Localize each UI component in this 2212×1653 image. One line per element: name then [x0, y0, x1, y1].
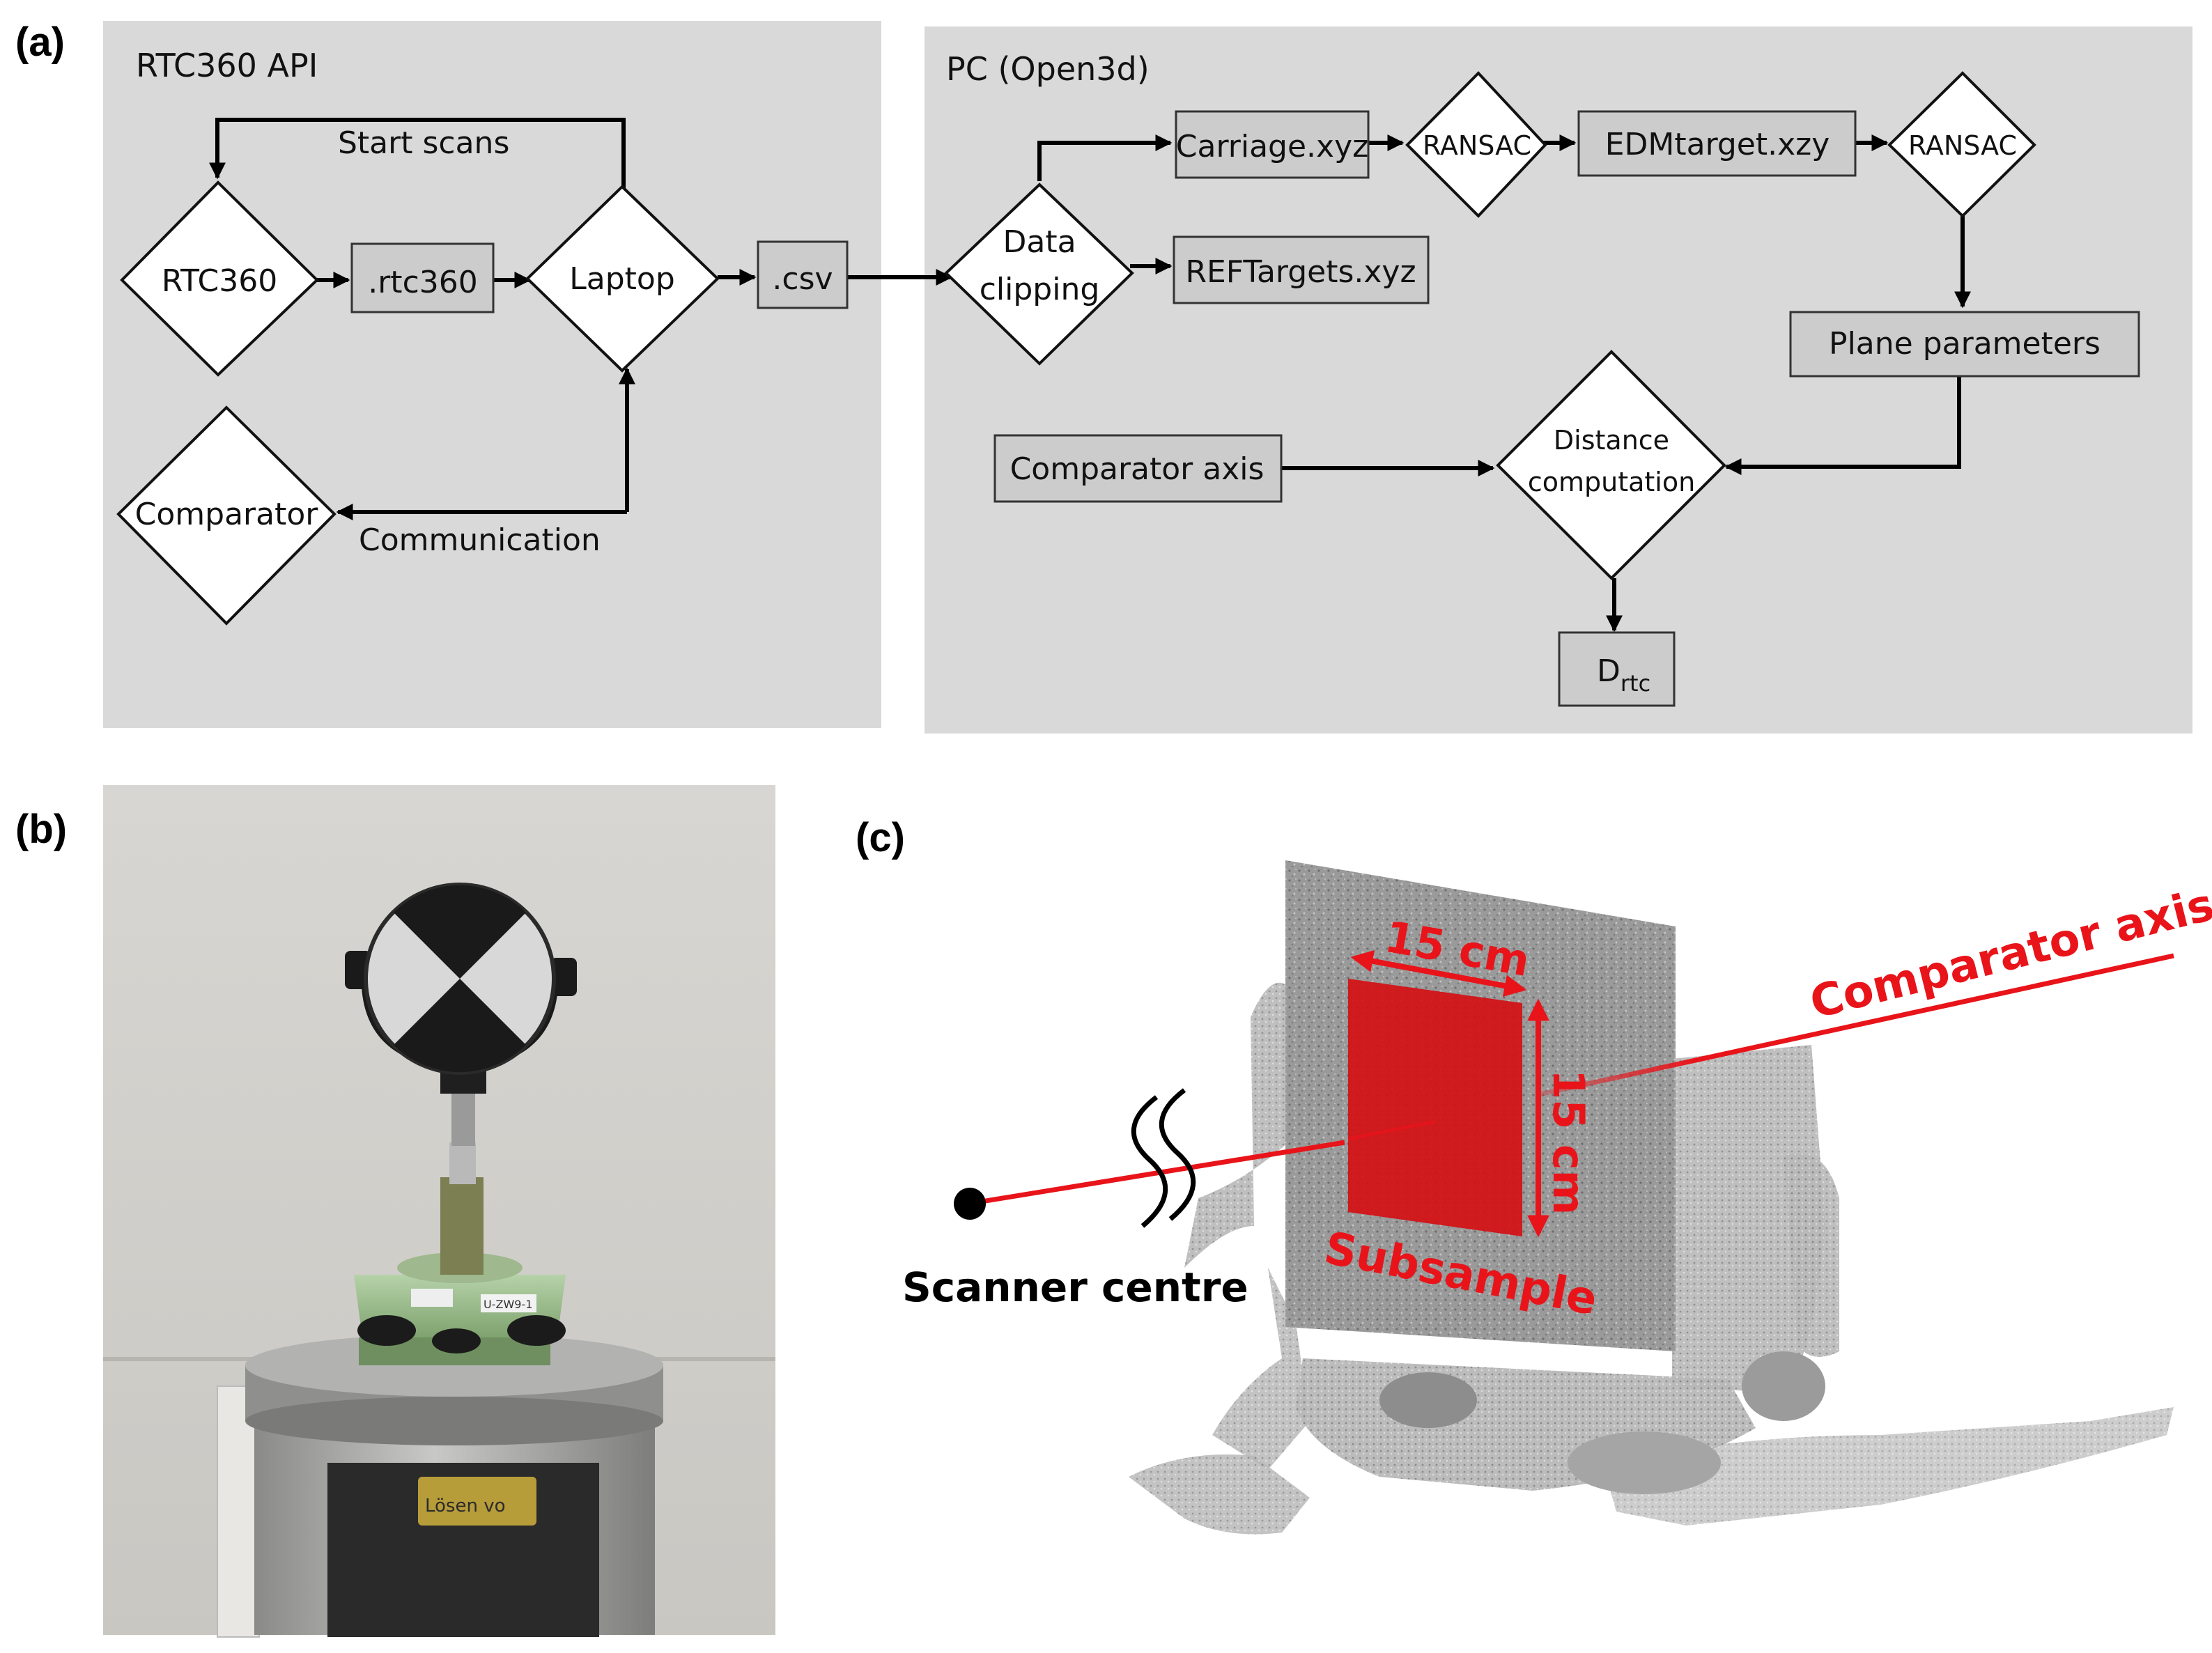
node-reftargets-xyz: [1173, 235, 1430, 304]
node-ransac-2-label: RANSAC: [1908, 130, 2017, 161]
group-rtc360-api-title: RTC360 API: [136, 47, 318, 84]
node-edmtarget-xzy: [1577, 110, 1857, 177]
comparator-axis-back: [1536, 953, 2174, 1098]
node-edmtarget-xzy-label: EDMtarget.xzy: [1605, 127, 1830, 162]
node-laptop-label: Laptop: [569, 261, 675, 297]
node-distance-computation-label-2: computation: [1528, 467, 1695, 497]
node-plane-parameters: [1789, 311, 2140, 378]
photo-tribrach-tag-text: U-ZW9-1: [484, 1298, 532, 1311]
cloud-right-structure: [1672, 1045, 1825, 1393]
edge-start-scans: [209, 118, 626, 192]
photo-knob: [418, 1477, 536, 1526]
comparator-axis-label: Comparator axis: [1805, 879, 2212, 1030]
panel-c-label: (c): [856, 815, 905, 860]
scanner-centre-label: Scanner centre: [902, 1264, 1248, 1311]
node-ransac-1-label: RANSAC: [1423, 130, 1531, 161]
photo-pole: [451, 1087, 475, 1146]
photo-target-quadrant-top: [394, 885, 526, 979]
cloud-roller-right: [1568, 1431, 1721, 1494]
photo-pillar-rim-bottom: [245, 1397, 663, 1445]
node-rtc360: [120, 180, 319, 377]
panel-b-label: (b): [15, 807, 67, 852]
node-ransac-1: [1405, 71, 1547, 218]
node-drtc-main: D: [1597, 653, 1621, 689]
axis-break-symbol-1: [1131, 1095, 1168, 1228]
cloud-roller-left: [1379, 1372, 1477, 1428]
node-distance-computation-label-1: Distance: [1554, 425, 1669, 456]
photo-footscrew-front: [432, 1328, 481, 1353]
photo-pole-thread: [449, 1142, 476, 1184]
node-csv-label: .csv: [772, 261, 833, 297]
node-data-clipping: [944, 183, 1134, 366]
node-data-clipping-label-1: Data: [1003, 224, 1076, 260]
photo-tribrach-tag-1: [411, 1289, 453, 1307]
panel-a-label: (a): [15, 20, 65, 65]
node-comparator-axis-label: Comparator axis: [1010, 451, 1264, 487]
cloud-right-column: [1784, 1154, 1839, 1357]
photo-knob-text: Lösen vo: [425, 1496, 506, 1516]
photo-footscrew-left: [357, 1315, 416, 1346]
dimension-side-label: 15 cm: [1543, 1069, 1594, 1215]
node-drtc-subscript: rtc: [1621, 670, 1650, 697]
node-carriage-xyz-label: Carriage.xyz: [1176, 129, 1368, 164]
dimension-top-arrow: [1350, 949, 1527, 998]
node-data-clipping-label-2: clipping: [980, 272, 1100, 307]
node-csv: [757, 240, 849, 309]
node-drtc: [1558, 631, 1676, 707]
cloud-rail: [1602, 1407, 2174, 1526]
edge-label-start-scans: Start scans: [338, 125, 509, 161]
node-comparator-label: Comparator: [135, 497, 319, 532]
photo-tribrach-tag-2: [481, 1294, 536, 1312]
axis-break-symbol-2: [1159, 1088, 1196, 1221]
node-ransac-2: [1887, 71, 2036, 218]
node-rtc360-label: RTC360: [162, 263, 277, 299]
node-reftargets-xyz-label: REFTargets.xyz: [1185, 254, 1416, 290]
node-rtc360-file: [350, 242, 495, 313]
node-comparator: [116, 405, 337, 626]
cloud-subsample-region: [1348, 979, 1522, 1236]
node-plane-parameters-label: Plane parameters: [1829, 326, 2101, 362]
photo-yoke-knob-right: [550, 958, 577, 996]
node-rtc360-file-label: .rtc360: [368, 265, 478, 300]
node-carriage-xyz: [1175, 110, 1370, 179]
node-laptop: [525, 185, 720, 373]
cloud-left-base: [1129, 1454, 1310, 1535]
scanner-centre-point: [954, 1188, 986, 1220]
edge-plane-to-distance: [1724, 376, 1961, 475]
photo-adapter: [440, 1177, 484, 1275]
node-comparator-axis: [993, 434, 1283, 503]
comparator-axis-on-plate: [1347, 1119, 1436, 1141]
cloud-left-structure: [1184, 982, 1303, 1268]
comparator-axis-front: [968, 1140, 1345, 1206]
edge-clipping-to-carriage: [1037, 134, 1173, 181]
point-cloud: [1129, 860, 2174, 1535]
cloud-roller-back: [1742, 1351, 1825, 1421]
photo-target-quadrant-bottom: [394, 979, 526, 1073]
edge-label-communication: Communication: [359, 522, 601, 558]
node-drtc-label: Drtc: [1597, 653, 1650, 697]
node-distance-computation: [1496, 350, 1726, 580]
reflector-photo: Lösen vo U-ZW9-1: [103, 785, 775, 1638]
group-pc-open3d-title: PC (Open3d): [946, 50, 1150, 88]
photo-footscrew-right: [507, 1315, 566, 1346]
